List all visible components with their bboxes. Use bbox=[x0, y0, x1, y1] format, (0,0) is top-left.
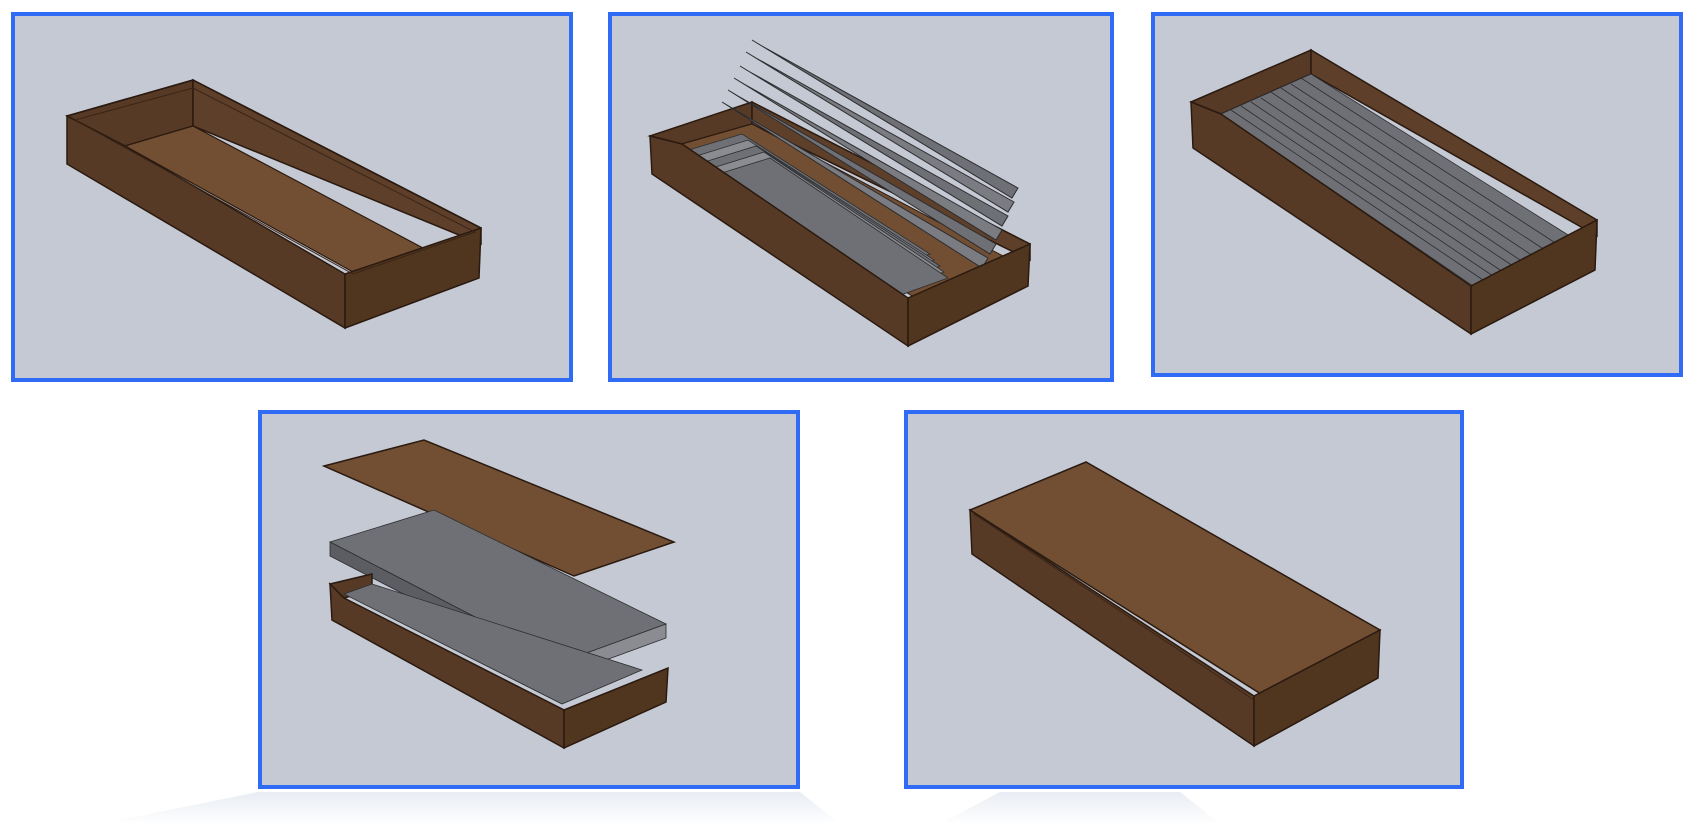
floor-reflection bbox=[100, 792, 1220, 824]
step-3-panel bbox=[1151, 12, 1683, 377]
slat-bed bbox=[1220, 73, 1574, 287]
step-1-panel bbox=[11, 12, 573, 382]
slats-inserting-render bbox=[647, 39, 1031, 348]
loose-slats bbox=[721, 39, 1019, 269]
lower-slat-bed bbox=[342, 583, 644, 705]
tray-front-right-wall bbox=[1470, 218, 1598, 336]
box-front-right-wall bbox=[1253, 628, 1381, 748]
tray-front-right-wall bbox=[344, 226, 482, 330]
tray-front-right-wall bbox=[563, 666, 669, 750]
step-5-panel bbox=[904, 410, 1464, 789]
closed-box-render bbox=[968, 461, 1382, 748]
empty-tray-render bbox=[64, 78, 482, 330]
step-2-panel bbox=[608, 12, 1114, 382]
exploded-assembly-render bbox=[321, 439, 677, 750]
tray-front-right-wall bbox=[907, 242, 1031, 348]
step-4-panel bbox=[258, 410, 800, 789]
placed-slats bbox=[681, 133, 949, 297]
filled-tray-render bbox=[1189, 48, 1598, 336]
